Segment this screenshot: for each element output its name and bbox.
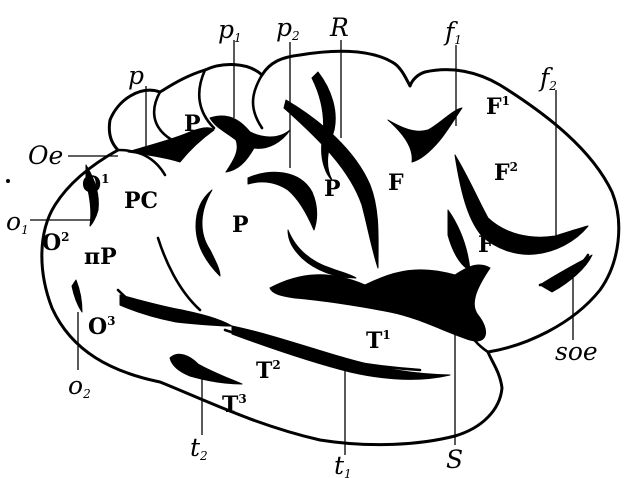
label-Oe: Oe: [28, 141, 63, 170]
region-F1: F1: [486, 94, 510, 120]
region-T2: T2: [256, 358, 281, 384]
region-P-upper: P: [184, 111, 201, 137]
supramarginal-sulcus: [288, 230, 356, 278]
region-piP: πP: [84, 244, 117, 270]
inferior-frontal-sulcus: [455, 155, 588, 254]
label-R: R: [329, 13, 349, 42]
region-F: F: [388, 170, 404, 196]
parietal-curve-sulcus: [196, 190, 220, 276]
gyrus-line-parietal-1: [154, 92, 172, 140]
region-T1: T1: [366, 328, 391, 354]
occipital-short-sulcus: [72, 280, 82, 312]
label-f1: f1: [443, 17, 462, 47]
label-p2: p2: [276, 13, 300, 43]
stray-dot: [6, 179, 10, 183]
gyrus-line-parietal-3: [253, 75, 262, 128]
label-p: p: [128, 61, 144, 90]
label-S: S: [446, 445, 463, 474]
label-f2: f2: [538, 63, 557, 93]
postcentral-sulcus: [248, 172, 317, 230]
region-PC: PC: [124, 188, 158, 214]
parieto-occipital-sulcus: [128, 128, 214, 162]
region-P-lower: P: [232, 212, 249, 238]
inferior-temporal-sulcus: [170, 354, 242, 384]
inferior-precentral-sulcus: [448, 210, 470, 270]
label-p1: p1: [218, 15, 242, 45]
label-t2: t2: [190, 433, 208, 463]
region-O3: O3: [88, 314, 116, 340]
lateral-occipital-sulcus: [120, 295, 232, 326]
region-P-mid: P: [324, 176, 341, 202]
label-o2: o2: [68, 371, 91, 401]
region-F3: F3: [478, 232, 502, 258]
gyrus-line-pc: [158, 238, 200, 310]
region-T3: T3: [222, 392, 247, 418]
region-O1: O1: [82, 172, 110, 198]
superior-frontal-sulcus: [388, 108, 462, 162]
region-F2: F2: [494, 160, 518, 186]
label-o1: o1: [6, 207, 29, 237]
intraparietal-sulcus: [210, 116, 290, 172]
orbital-sulcus: [540, 255, 592, 292]
region-O2: O2: [42, 230, 70, 256]
label-t1: t1: [334, 451, 352, 478]
label-soe: soe: [555, 337, 598, 366]
